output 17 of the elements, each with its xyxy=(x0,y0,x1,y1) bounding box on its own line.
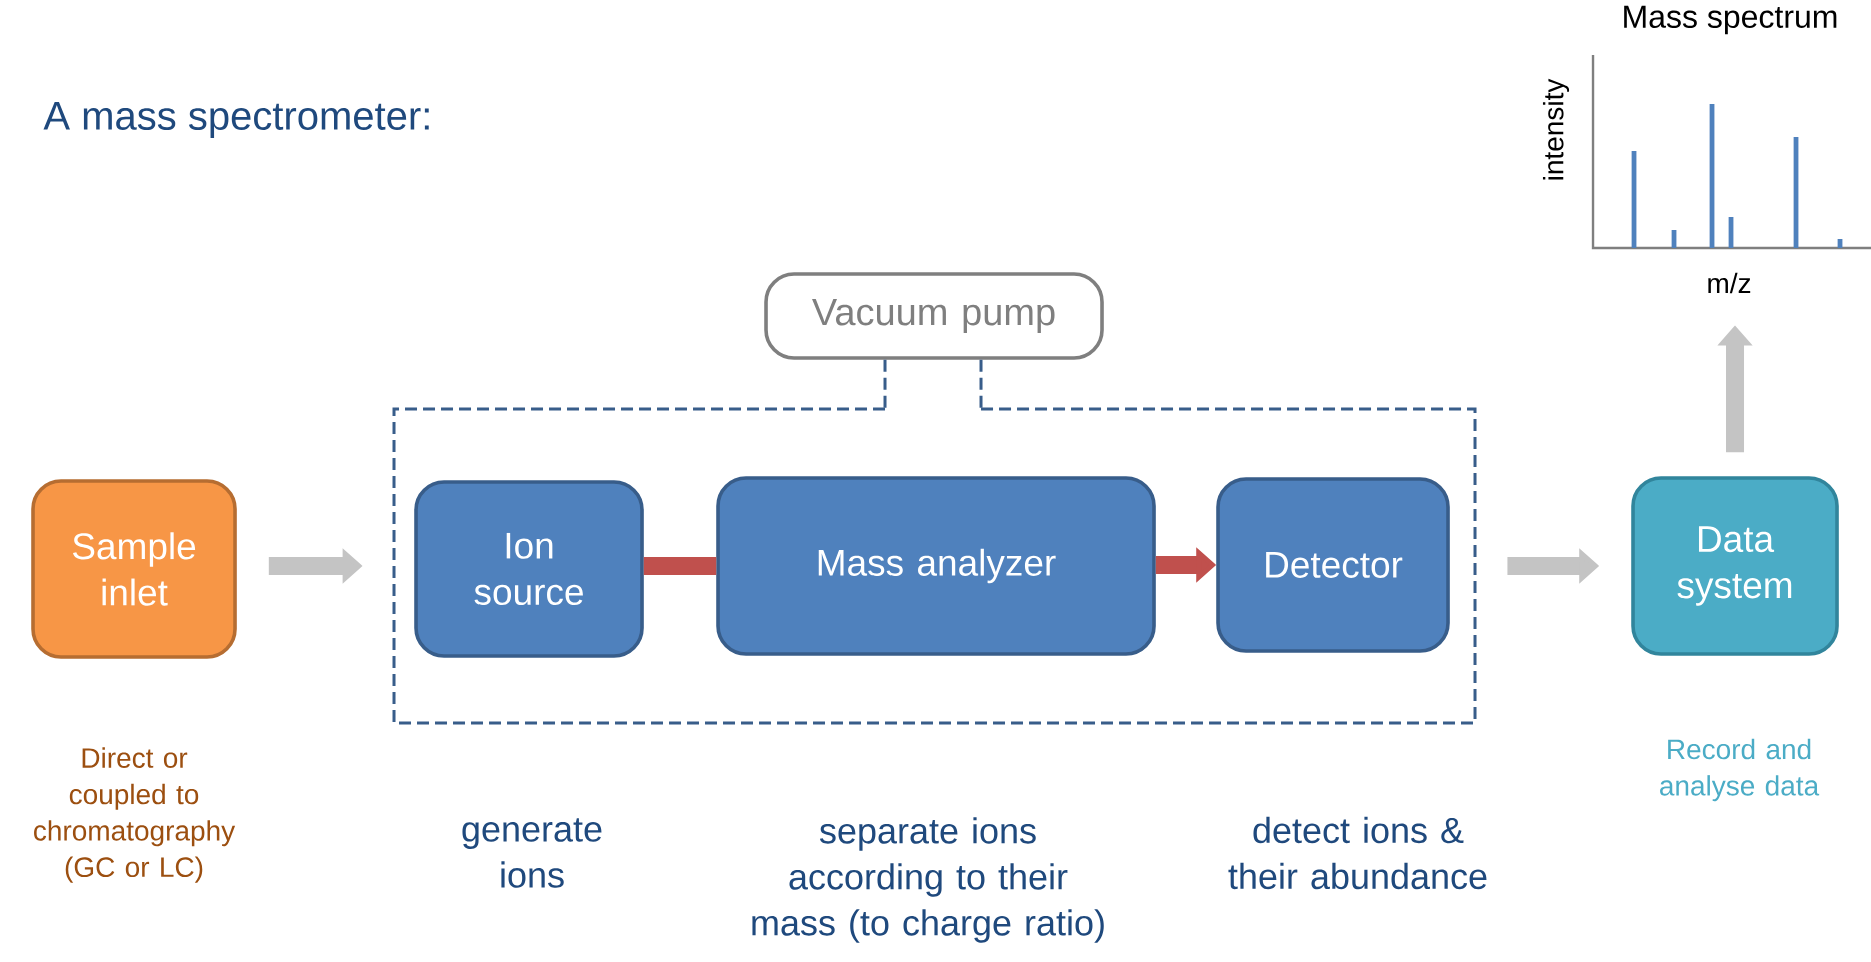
process-box: Detector xyxy=(1216,477,1450,653)
description-text: detect ions & their abundance xyxy=(1228,816,1487,890)
process-box: Sample inlet xyxy=(31,479,237,659)
description-text: Direct or coupled to chromatography (GC or LC) xyxy=(34,747,236,883)
axis-label: intensity xyxy=(1542,78,1570,180)
process-box: Data system xyxy=(1631,476,1839,656)
chart-title: Mass spectrum xyxy=(1624,5,1837,35)
description-text: Record and analyse data xyxy=(1660,738,1820,802)
title: A mass spectrometer: xyxy=(43,102,429,138)
process-box: Ion source xyxy=(414,480,644,658)
axis-label: m/z xyxy=(1708,272,1751,294)
connector-line xyxy=(883,359,983,409)
process-box: Mass analyzer xyxy=(716,476,1156,656)
dashed-enclosure xyxy=(392,407,1477,725)
pump-box: Vacuum pump xyxy=(764,272,1104,360)
description-text: separate ions according to their mass (to charge ratio) xyxy=(752,817,1104,943)
description-text: generate ions xyxy=(462,818,602,888)
